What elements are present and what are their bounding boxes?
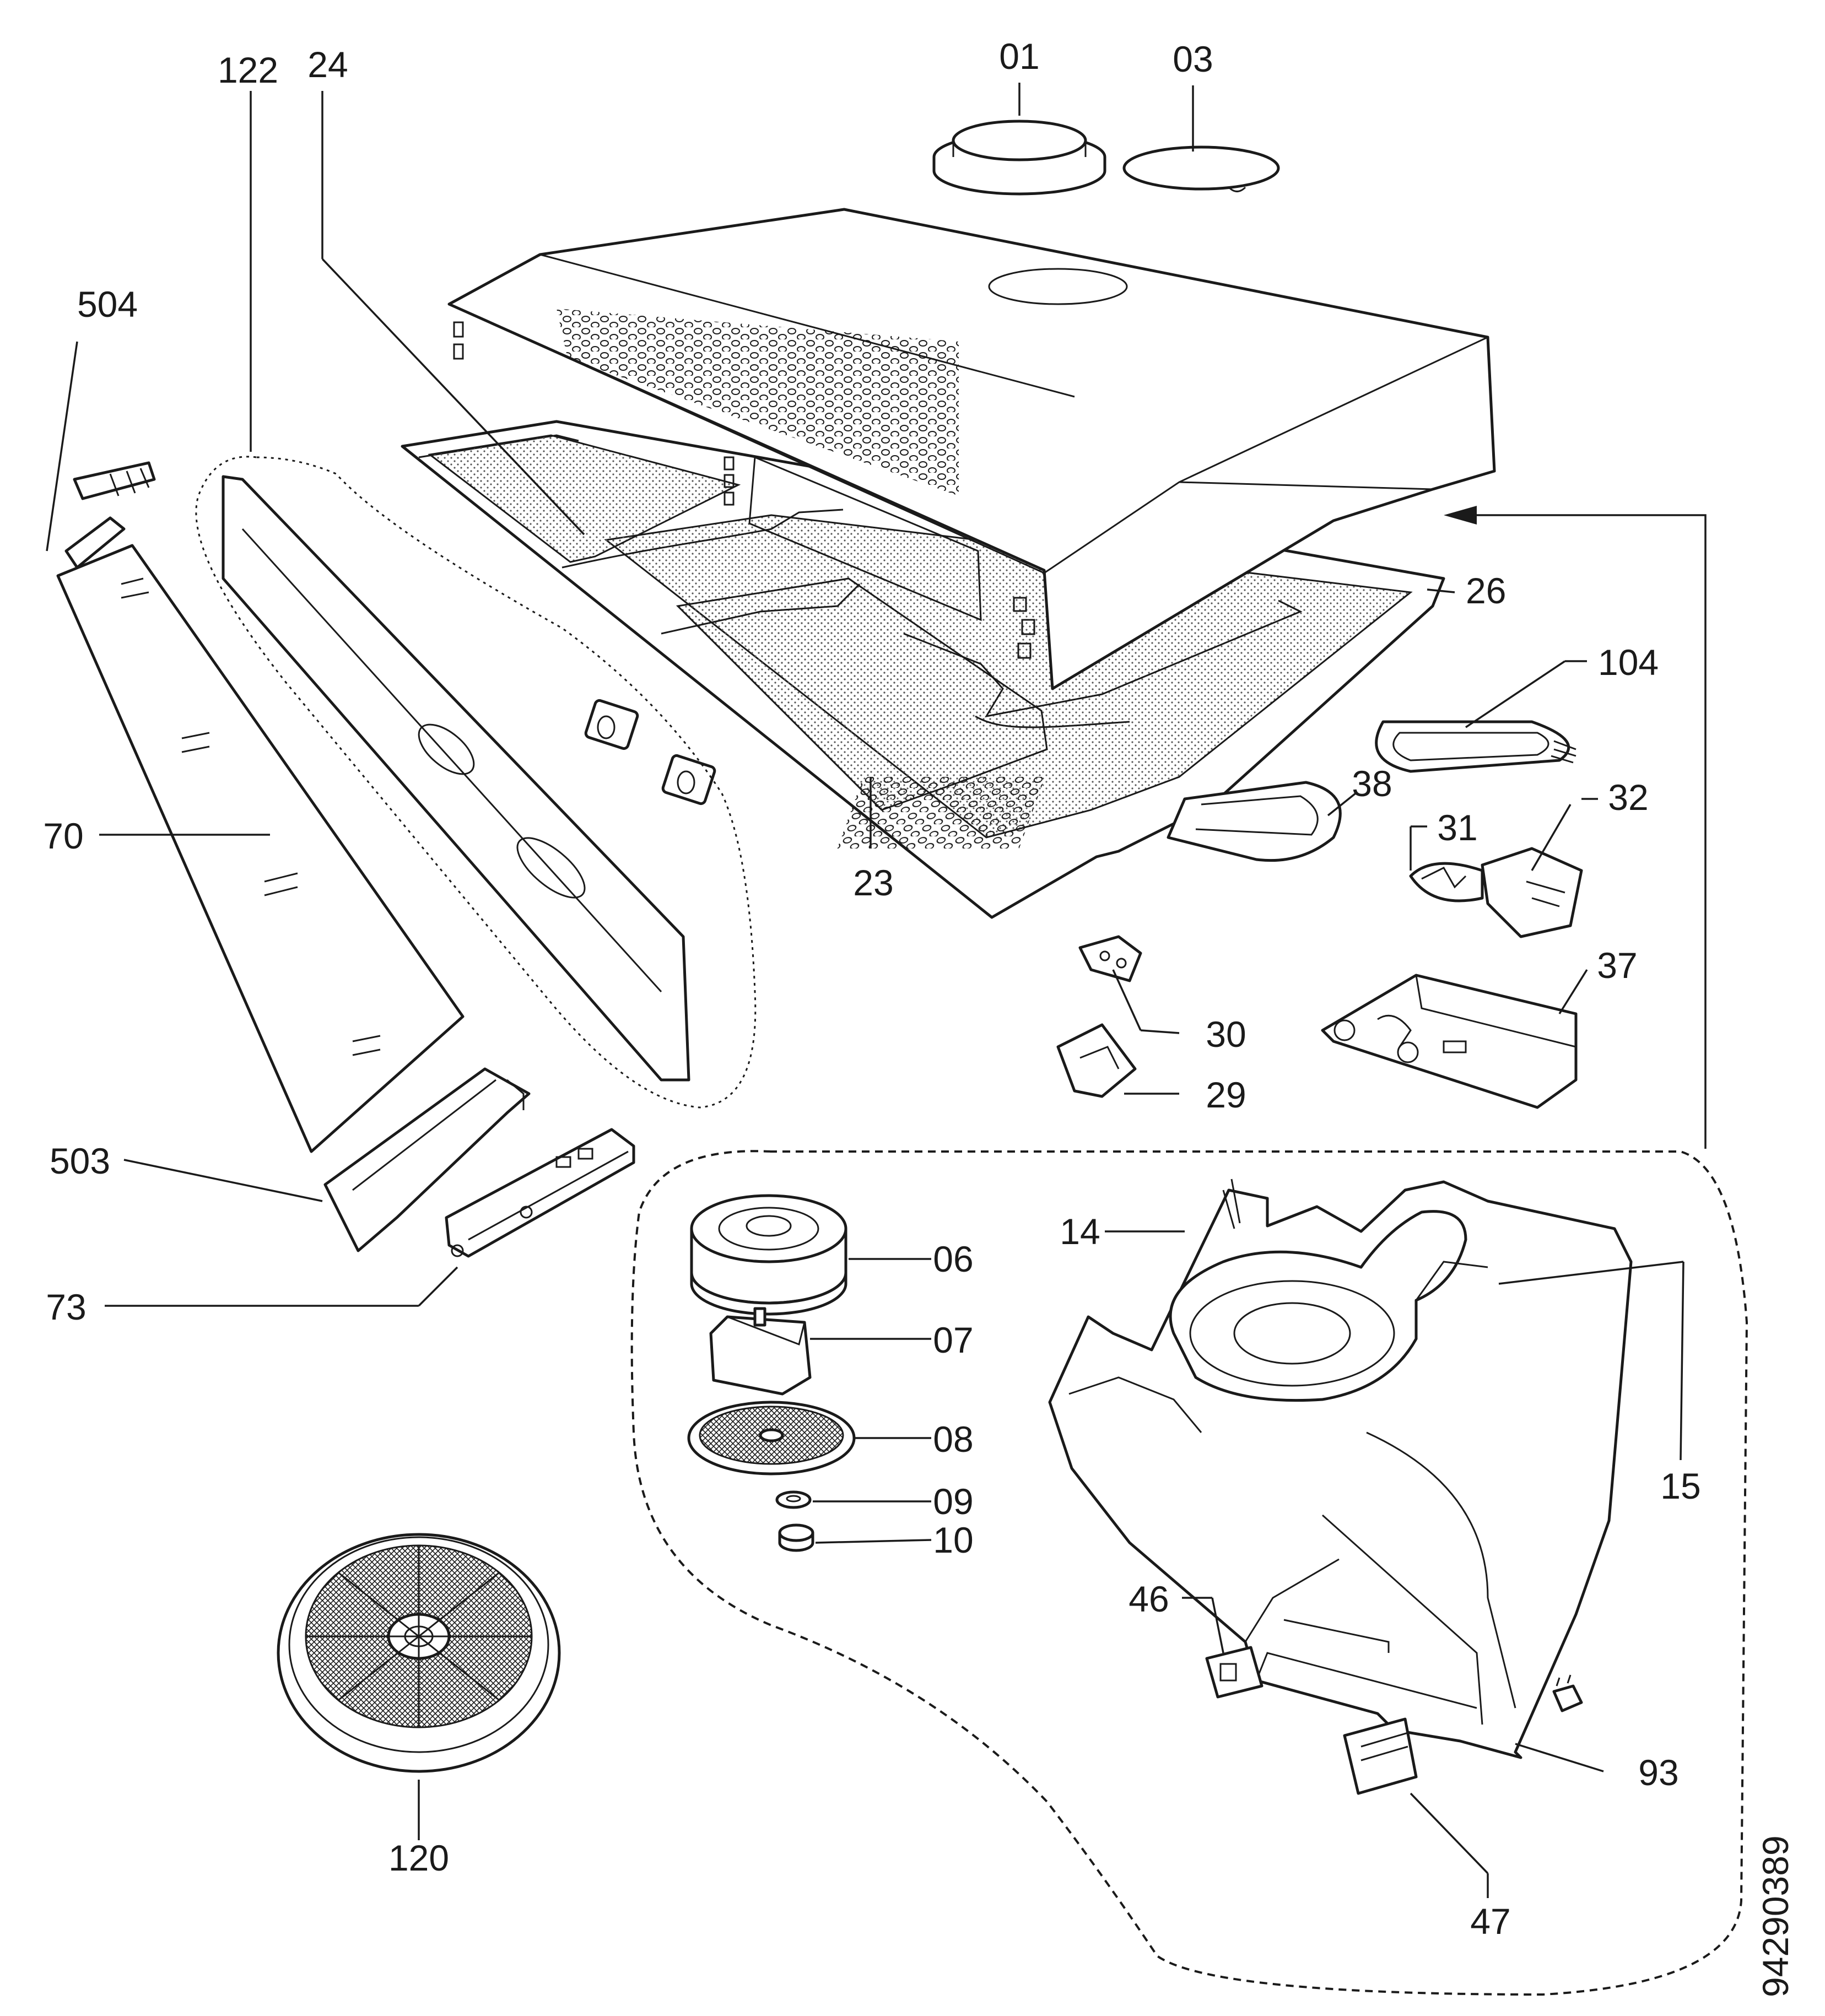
lamp-cover-104	[1375, 720, 1576, 773]
label-07: 07	[933, 1320, 973, 1360]
group-outline-122	[195, 456, 757, 1109]
label-104: 104	[1598, 642, 1659, 683]
label-38: 38	[1352, 763, 1392, 804]
duct-collar-01	[932, 120, 1106, 196]
clip-30	[1078, 935, 1142, 982]
bracket-504	[64, 461, 156, 569]
part-labels: 01 03 122 24 504 26 104 38 32 31 70 23 3…	[43, 36, 1700, 1942]
leader-lines	[46, 83, 1684, 1898]
label-47: 47	[1470, 1901, 1510, 1942]
label-23: 23	[853, 862, 893, 903]
label-504: 504	[77, 284, 138, 325]
washer-09	[775, 1490, 812, 1509]
filter-mesh-24	[428, 434, 741, 563]
mesh-disc-03	[1122, 145, 1280, 192]
switch-plate-37	[1321, 974, 1578, 1109]
nut-10	[778, 1523, 814, 1552]
label-29: 29	[1206, 1074, 1246, 1115]
group-outline-motor	[630, 1150, 1748, 1996]
label-15: 15	[1660, 1466, 1700, 1506]
fan-housing-14-15	[1048, 1179, 1633, 1759]
label-30: 30	[1206, 1014, 1246, 1055]
label-08: 08	[933, 1419, 973, 1460]
label-31: 31	[1437, 807, 1477, 848]
label-01: 01	[999, 36, 1039, 77]
label-24: 24	[307, 44, 348, 85]
label-46: 46	[1129, 1579, 1169, 1619]
terminal-block	[1552, 1674, 1583, 1712]
label-503: 503	[50, 1141, 110, 1181]
label-93: 93	[1638, 1752, 1678, 1793]
duct-opening	[988, 268, 1128, 305]
bulb-31	[1409, 862, 1484, 902]
label-09: 09	[933, 1481, 973, 1522]
label-32: 32	[1608, 777, 1648, 818]
connector-47	[1343, 1717, 1418, 1795]
glass-panel-70	[56, 544, 465, 1153]
switch-46	[1205, 1646, 1264, 1699]
hood-assembly	[401, 208, 1496, 919]
fan-wheel-06	[690, 1194, 847, 1316]
label-06: 06	[933, 1239, 973, 1279]
diffuser-38	[1167, 781, 1342, 862]
label-10: 10	[933, 1520, 973, 1560]
label-37: 37	[1597, 945, 1637, 986]
motor-07	[709, 1307, 812, 1396]
label-122: 122	[218, 50, 278, 90]
label-70: 70	[43, 815, 83, 856]
label-26: 26	[1466, 570, 1506, 611]
lamp-holder-32	[1481, 847, 1583, 938]
carbon-filter-120	[277, 1533, 561, 1773]
control-panel-122	[222, 475, 716, 1082]
label-120: 120	[388, 1837, 449, 1878]
label-14: 14	[1060, 1211, 1100, 1252]
label-73: 73	[46, 1287, 86, 1327]
drawing-number: 94290389	[1755, 1835, 1796, 1997]
switch-29	[1056, 1023, 1137, 1098]
switch-housing-73	[445, 1128, 635, 1258]
grille-08	[687, 1401, 856, 1475]
label-03: 03	[1173, 39, 1213, 79]
bracket-503	[323, 1067, 531, 1252]
